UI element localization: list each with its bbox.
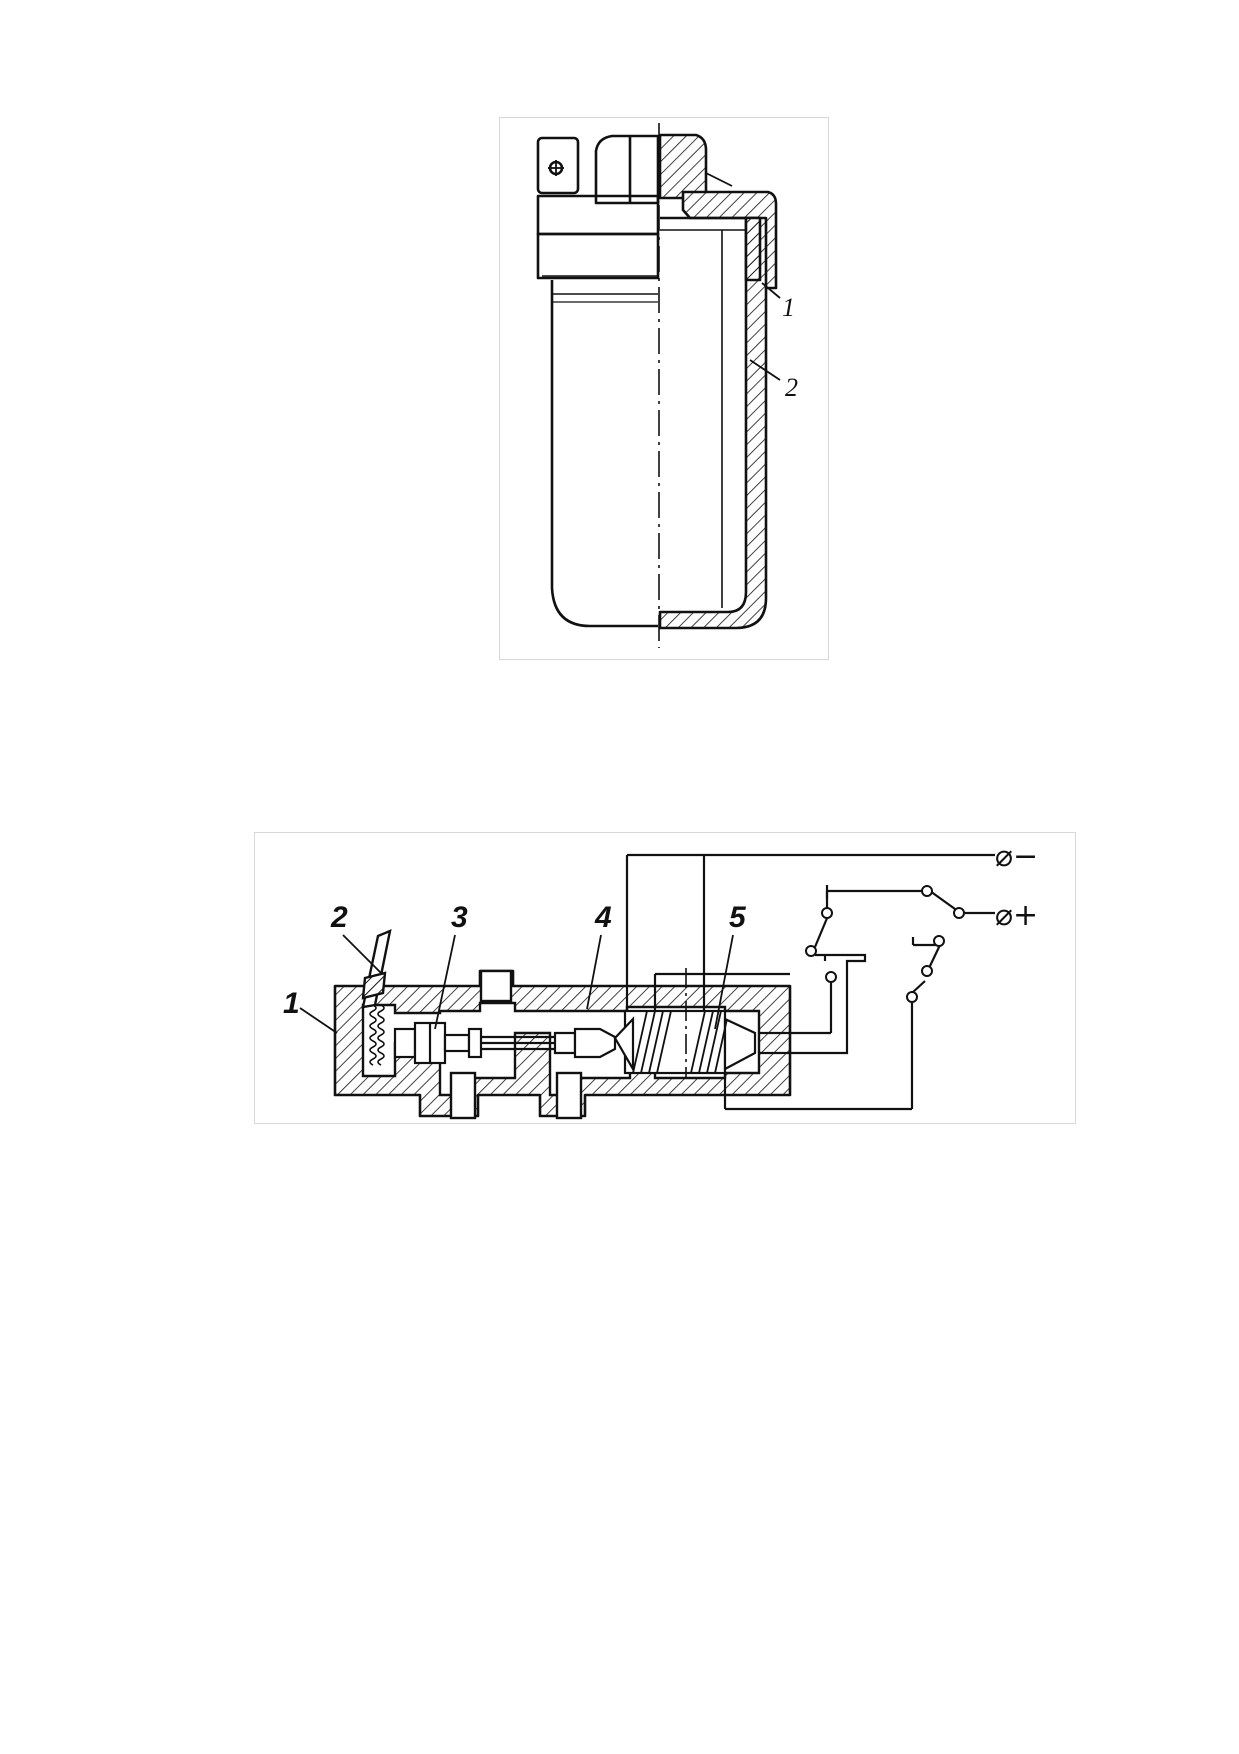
spool-end [393, 1027, 417, 1059]
label-5: 5 [729, 901, 747, 934]
leader-2 [749, 359, 781, 381]
housing-section-figure: 1 2 [499, 117, 829, 660]
can-body-left [550, 280, 658, 628]
terminal-positive: ⌀+ [995, 898, 1038, 933]
wiring [625, 853, 995, 1111]
label-2: 2 [785, 373, 798, 402]
spool-land-right [573, 1027, 617, 1059]
gasket-section [744, 216, 762, 282]
outlet-port-right [555, 1071, 583, 1120]
inlet-port [479, 969, 513, 1003]
terminal-negative: ⌀− [995, 839, 1038, 874]
valve-circuit-drawing: ⌀− ⌀+ 1 2 3 4 5 [283, 839, 1038, 1120]
lever-spring [369, 1004, 385, 1066]
collar-lower [536, 232, 660, 280]
label-1: 1 [782, 293, 795, 322]
label-3: 3 [451, 901, 468, 934]
top-nut-exterior [594, 134, 660, 205]
nut-section [658, 133, 708, 200]
housing-section-drawing: 1 2 [536, 123, 798, 648]
outlet-port-left [449, 1071, 477, 1120]
label-1: 1 [283, 987, 300, 1020]
valve-circuit-figure: ⌀− ⌀+ 1 2 3 4 5 [254, 832, 1076, 1124]
terminal-tab [536, 136, 580, 195]
coil-windings [632, 1010, 728, 1074]
switch-contacts [805, 885, 965, 1003]
leader-1 [761, 282, 781, 299]
label-2: 2 [330, 901, 348, 934]
label-4: 4 [594, 901, 612, 934]
